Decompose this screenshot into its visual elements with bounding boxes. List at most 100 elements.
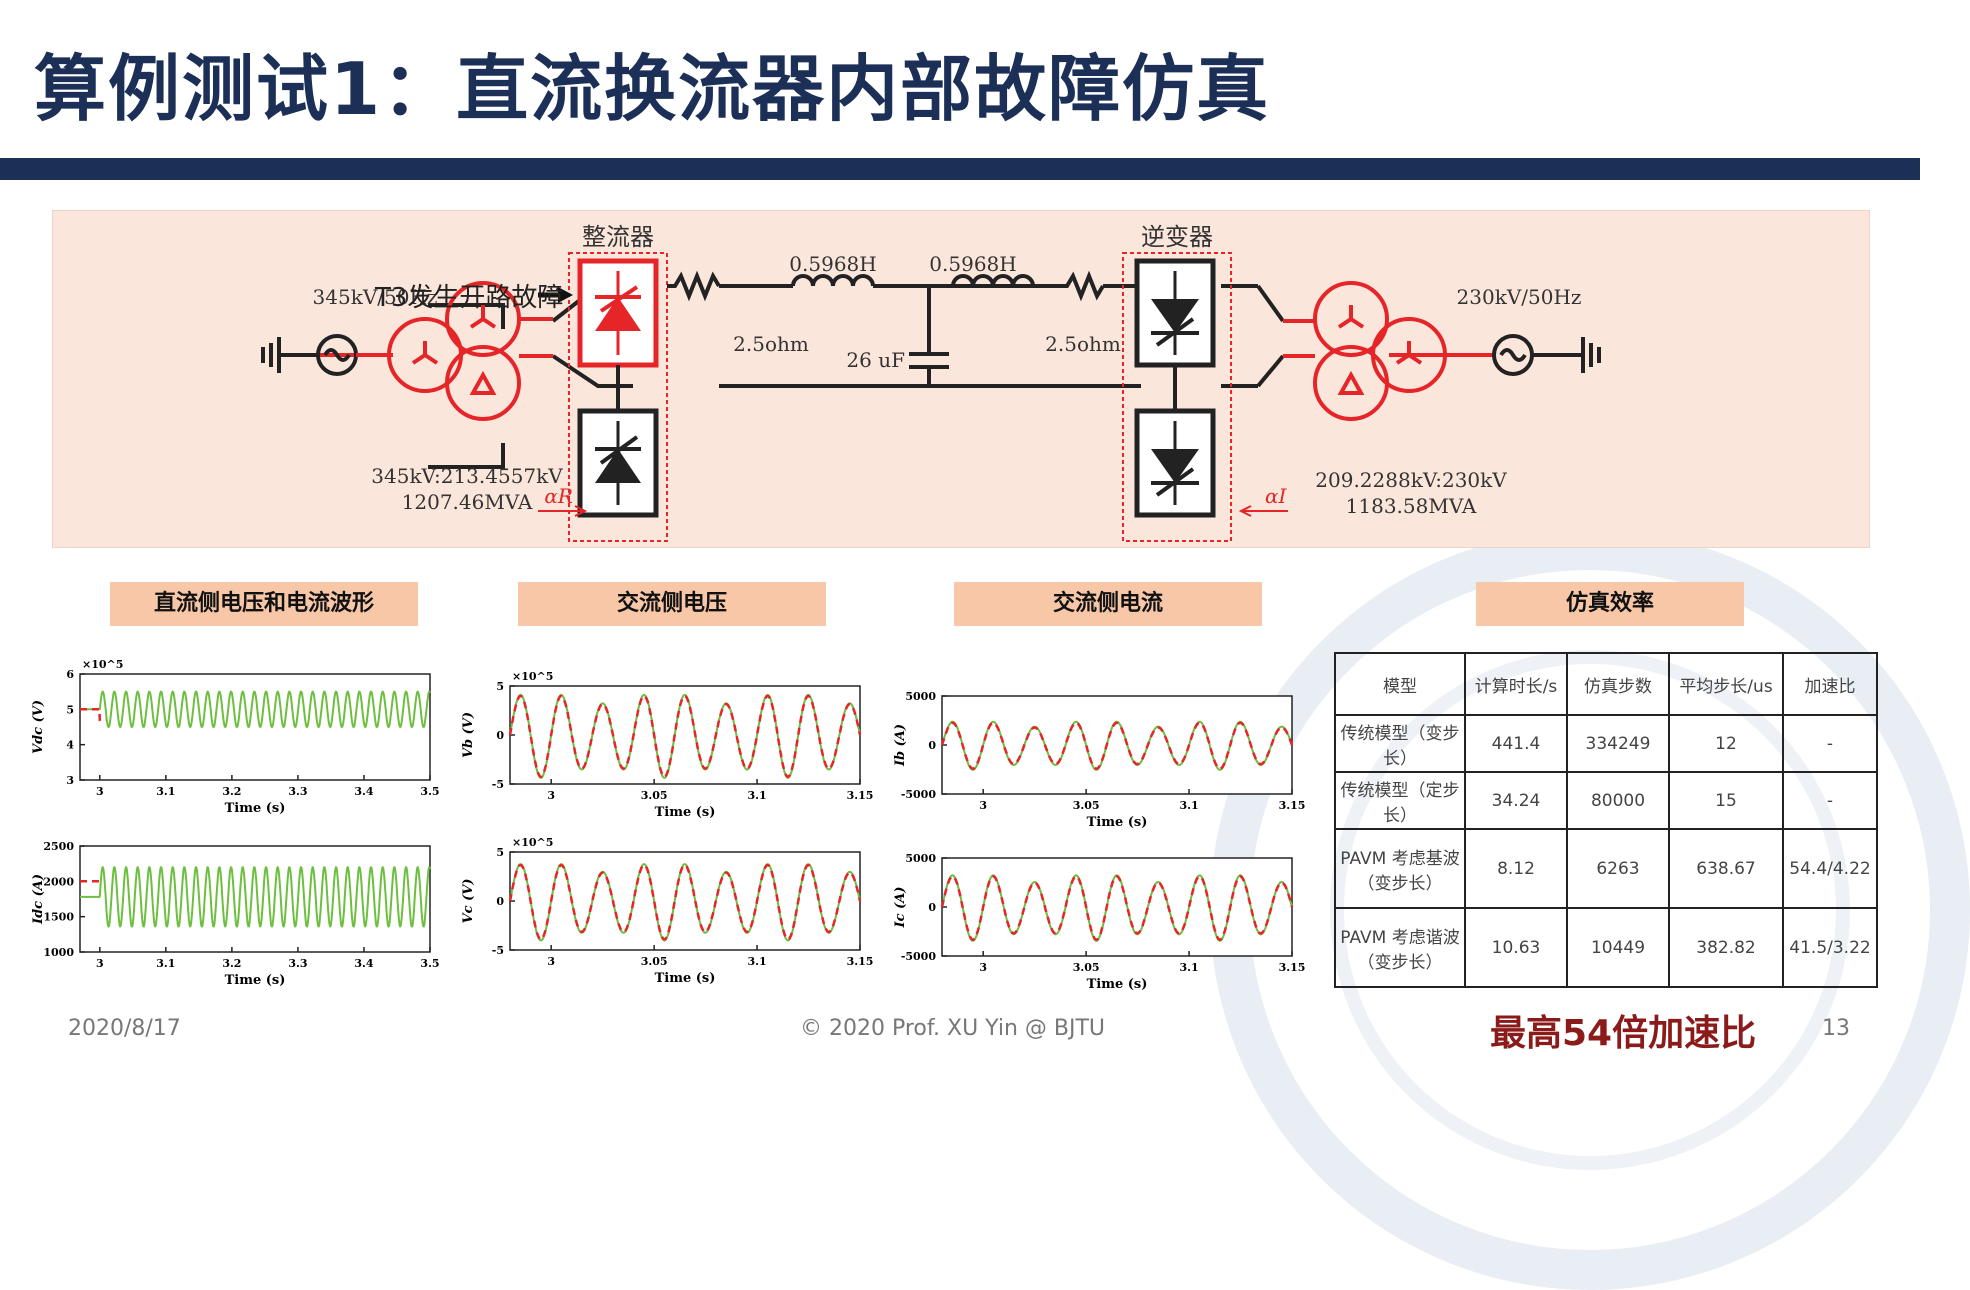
slide-title: 算例测试1：直流换流器内部故障仿真 (34, 47, 1271, 131)
tag-dc-waveforms: 直流侧电压和电流波形 (110, 582, 418, 626)
y-tick-label: 5000 (905, 690, 936, 703)
circuit-diagram-panel: 整流器 逆变器 345kV/50Hz 230kV/50Hz 345kV:213.… (52, 210, 1870, 548)
efficiency-table: 模型 计算时长/s 仿真步数 平均步长/us 加速比 传统模型（变步长） 441… (1334, 652, 1878, 988)
table-header-cell: 仿真步数 (1566, 652, 1670, 716)
x-tick-label: 3 (979, 961, 987, 974)
y-tick-label: 0 (928, 739, 936, 752)
x-tick-label: 3.4 (354, 785, 373, 798)
x-tick-label: 3.05 (641, 955, 668, 968)
table-header-row: 模型 计算时长/s 仿真步数 平均步长/us 加速比 (1334, 652, 1878, 716)
table-cell: 41.5/3.22 (1782, 907, 1878, 988)
y-tick-label: 5000 (905, 852, 936, 865)
table-cell: 6263 (1566, 828, 1670, 909)
table-header-cell: 计算时长/s (1464, 652, 1568, 716)
inductor-right-label: 0.5968H (929, 252, 1016, 276)
y-axis-label: Vdc (V) (31, 700, 46, 754)
x-tick-label: 3.1 (156, 957, 175, 970)
page-number: 13 (1822, 1016, 1850, 1041)
y-tick-label: 1000 (43, 946, 74, 959)
y-tick-label: 6 (66, 668, 74, 681)
x-axis-label: Time (s) (225, 801, 286, 816)
y-tick-label: 5 (66, 703, 74, 716)
y-tick-label: -5 (492, 944, 504, 957)
table-row: PAVM 考虑谐波（变步长） 10.63 10449 382.82 41.5/3… (1334, 907, 1878, 988)
inverter-label: 逆变器 (1141, 223, 1213, 251)
table-cell: PAVM 考虑谐波（变步长） (1334, 907, 1466, 988)
x-tick-label: 3.3 (288, 957, 307, 970)
y-exponent-label: ×10^5 (82, 658, 123, 671)
y-axis-label: Vb (V) (461, 712, 476, 758)
right-transformer-rating: 1183.58MVA (1346, 494, 1477, 518)
y-tick-label: 2500 (43, 840, 74, 853)
table-header-cell: 平均步长/us (1668, 652, 1784, 716)
table-cell: 34.24 (1464, 771, 1568, 830)
x-tick-label: 3 (547, 955, 555, 968)
x-axis-label: Time (s) (1087, 977, 1148, 992)
x-axis-label: Time (s) (655, 805, 716, 820)
plot-frame (941, 857, 1293, 957)
y-tick-label: -5000 (901, 788, 937, 801)
y-tick-label: -5000 (901, 950, 937, 963)
reference-series-line (508, 694, 862, 778)
x-tick-label: 3.05 (641, 789, 668, 802)
y-tick-label: -5 (492, 778, 504, 791)
table-cell: 8.12 (1464, 828, 1568, 909)
resistor-left-label: 2.5ohm (733, 332, 809, 356)
y-axis-label: Ib (A) (893, 724, 908, 767)
simulated-series-line (80, 690, 431, 728)
table-cell: 441.4 (1464, 714, 1568, 773)
table-cell: - (1782, 714, 1878, 773)
reference-series-line (940, 721, 1294, 771)
right-source-label: 230kV/50Hz (1457, 285, 1582, 309)
x-tick-label: 3 (547, 789, 555, 802)
x-tick-label: 3.15 (1279, 961, 1306, 974)
x-tick-label: 3.1 (156, 785, 175, 798)
x-tick-label: 3.3 (288, 785, 307, 798)
x-tick-label: 3 (96, 785, 104, 798)
tag-ac-voltage: 交流侧电压 (518, 582, 826, 626)
x-tick-label: 3.15 (1279, 799, 1306, 812)
plot-frame (79, 845, 431, 953)
capacitor-label: 26 uF (846, 348, 905, 372)
x-tick-label: 3.4 (354, 957, 373, 970)
table-cell: 54.4/4.22 (1782, 828, 1878, 909)
y-tick-label: 5 (496, 846, 504, 859)
y-tick-label: 1500 (43, 911, 74, 924)
table-cell: 12 (1668, 714, 1784, 773)
y-tick-label: 0 (496, 729, 504, 742)
x-tick-label: 3.05 (1073, 799, 1100, 812)
x-tick-label: 3.2 (222, 957, 241, 970)
x-tick-label: 3.1 (1179, 799, 1198, 812)
x-tick-label: 3.5 (420, 785, 439, 798)
plot-frame (509, 685, 861, 785)
y-exponent-label: ×10^5 (512, 670, 553, 683)
fault-annotation: T3发生开路故障 (375, 283, 564, 313)
table-cell: 10.63 (1464, 907, 1568, 988)
x-tick-label: 3.1 (747, 955, 766, 968)
table-cell: 10449 (1566, 907, 1670, 988)
x-tick-label: 3.15 (847, 789, 874, 802)
table-cell: 334249 (1566, 714, 1670, 773)
y-tick-label: 2000 (43, 875, 74, 888)
y-tick-label: 5 (496, 680, 504, 693)
left-source-label: 345kV/50Hz (313, 285, 438, 309)
x-tick-label: 3.2 (222, 785, 241, 798)
table-cell: 638.67 (1668, 828, 1784, 909)
y-exponent-label: ×10^5 (512, 836, 553, 849)
y-axis-label: Idc (A) (31, 874, 46, 925)
x-tick-label: 3 (96, 957, 104, 970)
footer-date: 2020/8/17 (68, 1016, 181, 1041)
speedup-conclusion: 最高54倍加速比 (1490, 1013, 1757, 1054)
table-cell: 传统模型（定步长） (1334, 771, 1466, 830)
x-axis-label: Time (s) (655, 971, 716, 986)
x-axis-label: Time (s) (1087, 815, 1148, 830)
x-tick-label: 3.05 (1073, 961, 1100, 974)
alpha-r-label: αR (544, 484, 573, 508)
table-header-cell: 模型 (1334, 652, 1466, 716)
inductor-left-label: 0.5968H (789, 252, 876, 276)
